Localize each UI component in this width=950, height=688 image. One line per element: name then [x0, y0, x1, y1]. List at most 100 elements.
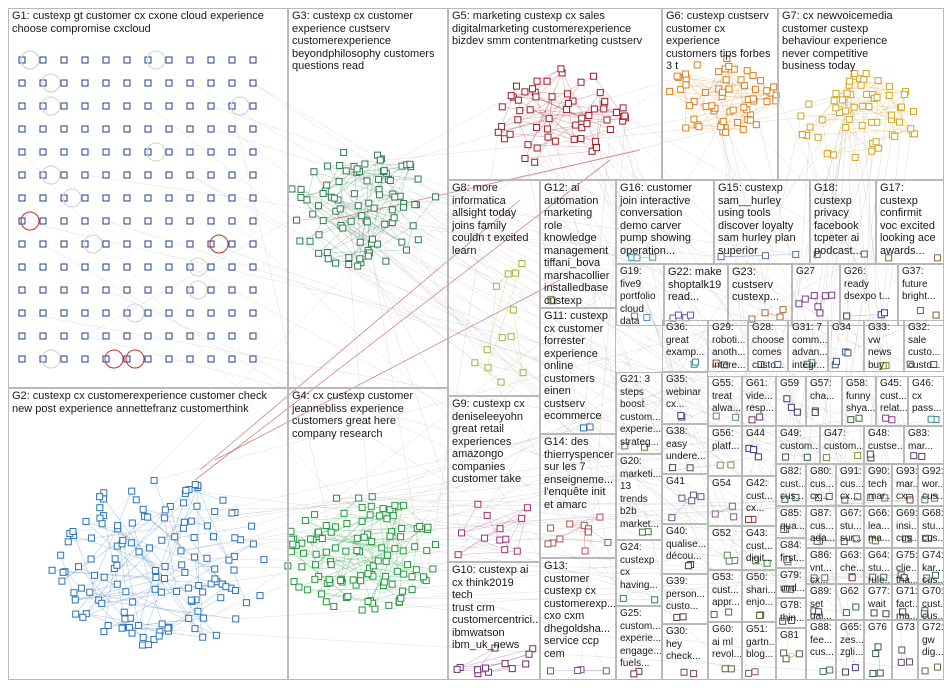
node-g5: [543, 77, 551, 85]
node-g2: [211, 508, 219, 516]
node-g1: [249, 148, 257, 156]
node-g89: [815, 608, 823, 616]
node-g2: [151, 585, 159, 593]
node-g5: [532, 93, 540, 101]
node-g2: [58, 577, 66, 585]
node-g1: [60, 217, 68, 225]
group-label-g29: G29: roboti... anoth... intere...: [712, 322, 746, 371]
node-g5: [533, 77, 541, 85]
node-g4: [369, 562, 377, 570]
node-g2: [219, 496, 227, 504]
edge-between-groups: [723, 121, 759, 457]
node-g5: [572, 121, 580, 129]
node-g88: [826, 666, 834, 674]
node-g6: [741, 82, 749, 90]
node-g80: [825, 492, 833, 500]
edge-g6: [718, 79, 742, 90]
group-panel-g69: G69: insi... cus...: [892, 506, 918, 548]
node-g5: [507, 92, 515, 100]
group-panel-g9: G9: custexp cx deniseleeyohn great retai…: [448, 396, 540, 562]
node-g55: [732, 413, 740, 421]
group-panel-g60: G60: ai ml revol...: [708, 622, 742, 680]
node-g10: [482, 664, 490, 672]
node-g90: [881, 494, 889, 502]
node-g4: [386, 532, 394, 540]
self-loop-g1: [83, 234, 103, 254]
node-g4: [330, 603, 338, 611]
node-g1: [18, 102, 26, 110]
node-g1: [207, 102, 215, 110]
group-panel-g42: G42: cust... cx...: [742, 476, 776, 526]
edge-g5: [535, 96, 611, 130]
node-g7: [814, 133, 822, 141]
node-g69: [902, 535, 910, 543]
group-panel-g93: G93: mar... cx...: [892, 464, 918, 506]
edge-highlight: [214, 279, 561, 461]
node-g56: [727, 461, 735, 469]
edge-g3: [312, 159, 381, 215]
node-g4: [318, 535, 326, 543]
node-g1: [144, 194, 152, 202]
edge-between-groups: [323, 220, 722, 257]
node-g7: [798, 131, 806, 139]
node-g3: [353, 165, 361, 173]
group-panel-g44: G44: [742, 426, 776, 476]
edge-g6: [669, 91, 707, 107]
group-label-g69: G69: insi... cus...: [896, 508, 918, 544]
group-panel-g20: G20: marketi... 13 trends b2b market...: [616, 454, 662, 540]
node-g4: [429, 565, 437, 573]
node-g23: [761, 309, 769, 317]
group-label-g15: G15: custexp sam__hurley using tools dis…: [718, 182, 796, 257]
node-g1: [186, 194, 194, 202]
edge-g4: [329, 526, 429, 584]
node-g1: [249, 355, 257, 363]
node-g28: [757, 361, 765, 369]
node-g1: [123, 240, 131, 248]
group-panel-g71: G71: fact... ma...: [892, 584, 918, 620]
node-g4: [300, 549, 308, 557]
node-g1: [81, 102, 89, 110]
node-g1: [165, 286, 173, 294]
edge-g3: [327, 165, 367, 221]
edge-g2: [122, 540, 139, 626]
group-label-g23: G23: custserv custexp...: [732, 266, 780, 303]
node-g6: [693, 61, 701, 69]
node-g4: [397, 594, 405, 602]
node-g65: [841, 668, 849, 676]
node-g2: [121, 615, 129, 623]
group-panel-g84: G84: first...: [776, 538, 806, 568]
node-g30: [690, 670, 698, 678]
group-label-g63: G63: che...: [840, 550, 864, 574]
node-g63: [848, 574, 856, 582]
edge-g7: [845, 127, 856, 158]
group-label-g66: G66: lea... ma...: [868, 508, 891, 544]
node-g32: [930, 361, 938, 369]
node-g3: [345, 260, 353, 268]
node-g47: [854, 452, 862, 460]
edge-g9: [461, 504, 479, 534]
node-g1: [123, 171, 131, 179]
node-g7: [832, 90, 840, 98]
node-g1: [102, 194, 110, 202]
node-g1: [81, 217, 89, 225]
edge-g3: [337, 199, 395, 219]
group-panel-g46: G46: cx pass...: [908, 376, 944, 426]
node-g4: [358, 606, 366, 614]
node-g34: [844, 349, 852, 357]
edge-between-groups: [189, 82, 910, 498]
node-g9: [483, 511, 491, 519]
node-g4: [355, 494, 363, 502]
edge-between-groups: [735, 115, 802, 418]
edge-between-groups: [816, 85, 850, 542]
node-g14: [596, 513, 604, 521]
node-g2: [74, 563, 82, 571]
node-g1: [60, 171, 68, 179]
group-panel-g4: G4: cx custexp customer jeannebliss expe…: [288, 388, 448, 680]
node-g9: [496, 525, 504, 533]
edge-g6: [722, 92, 777, 96]
group-label-g45: G45: cust... relat...: [880, 378, 908, 414]
node-g2: [161, 506, 169, 514]
edge-between-groups: [414, 204, 849, 354]
group-label-g17: G17: custexp confirmit voc excited looki…: [880, 182, 936, 257]
